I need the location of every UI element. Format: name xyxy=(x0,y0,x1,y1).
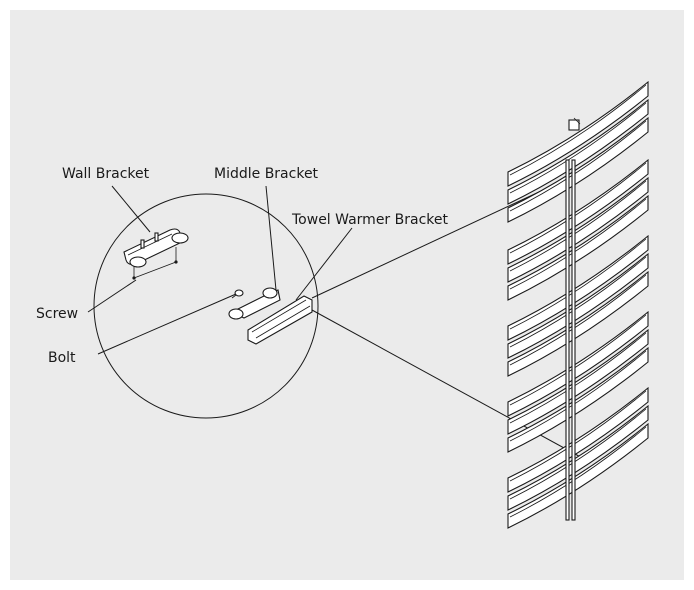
radiator-bar-10 xyxy=(507,310,649,417)
wall-bracket-part xyxy=(123,228,189,280)
radiator-bar-3 xyxy=(507,116,649,223)
detail-circle xyxy=(93,193,319,419)
radiator-bar-8 xyxy=(507,252,649,359)
bolt-label: Bolt xyxy=(48,350,76,366)
screw-point-1 xyxy=(132,276,136,280)
towel-warmer-bracket-part xyxy=(247,295,313,345)
radiator-bar-15 xyxy=(507,422,649,529)
radiator-bar-highlight-11 xyxy=(509,332,647,424)
radiator-bar-14 xyxy=(507,404,649,511)
radiator-bar-highlight-5 xyxy=(509,180,647,272)
radiator-bar-highlight-6 xyxy=(509,198,647,290)
screw-leader xyxy=(87,279,137,313)
radiator-bar-highlight-9 xyxy=(509,274,647,366)
radiator-bar-highlight-15 xyxy=(509,426,647,518)
radiator-bar-2 xyxy=(507,98,649,205)
radiator-bar-4 xyxy=(507,158,649,265)
radiator-bar-highlight-1 xyxy=(509,84,647,176)
towel-warmer-bracket-leader xyxy=(295,227,353,301)
radiator-bar-1 xyxy=(507,80,649,187)
radiator-bar-12 xyxy=(507,346,649,453)
bolt-leader xyxy=(97,293,237,355)
towel-radiator xyxy=(507,80,649,529)
radiator-bar-highlight-14 xyxy=(509,408,647,500)
radiator-bar-7 xyxy=(507,234,649,341)
middle-bracket-part xyxy=(228,287,281,320)
screw-point-2 xyxy=(174,260,178,264)
radiator-rail-left xyxy=(565,159,570,521)
radiator-bar-5 xyxy=(507,176,649,283)
middle-bracket-leader xyxy=(265,185,277,291)
radiator-bar-9 xyxy=(507,270,649,377)
radiator-bar-11 xyxy=(507,328,649,435)
radiator-bar-highlight-2 xyxy=(509,102,647,194)
radiator-bar-highlight-12 xyxy=(509,350,647,442)
radiator-bar-highlight-3 xyxy=(509,120,647,212)
screw-label: Screw xyxy=(36,306,78,322)
radiator-valve xyxy=(568,119,580,131)
middle-bracket-label: Middle Bracket xyxy=(214,166,319,182)
radiator-bar-highlight-4 xyxy=(509,162,647,254)
wall-bracket-label: Wall Bracket xyxy=(62,166,150,182)
radiator-bar-6 xyxy=(507,194,649,301)
radiator-bar-highlight-8 xyxy=(509,256,647,348)
towel-warmer-bracket-label: Towel Warmer Bracket xyxy=(291,212,448,228)
radiator-bar-highlight-13 xyxy=(509,390,647,482)
bolt-part xyxy=(231,289,244,299)
radiator-bar-highlight-7 xyxy=(509,238,647,330)
radiator-bar-highlight-10 xyxy=(509,314,647,406)
wall-bracket-leader xyxy=(111,185,151,233)
radiator-rail-right xyxy=(571,159,576,521)
radiator-bar-13 xyxy=(507,386,649,493)
